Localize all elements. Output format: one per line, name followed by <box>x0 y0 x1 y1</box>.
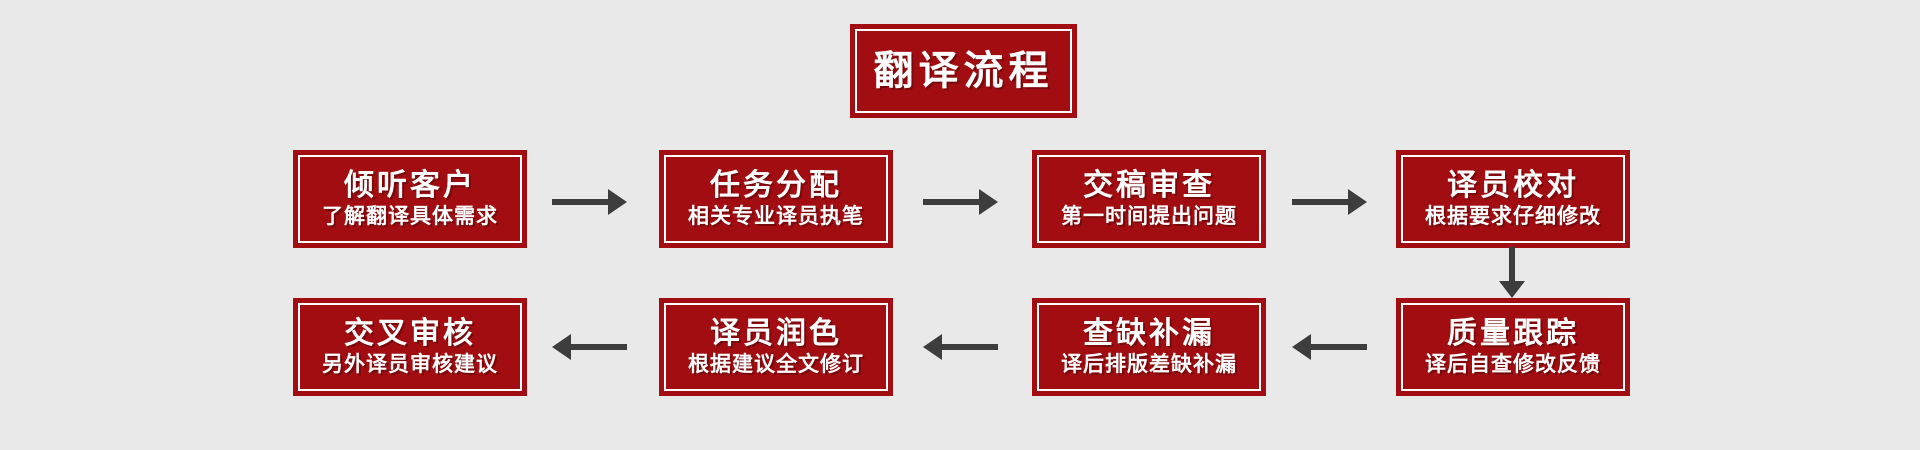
arrow-right-icon <box>1290 189 1368 215</box>
arrow-shaft <box>922 199 979 205</box>
arrow-head <box>607 189 627 215</box>
node-translator-proofread: 译员校对 根据要求仔细修改 <box>1396 150 1630 248</box>
arrow-shaft <box>1509 247 1515 281</box>
node-inner: 交叉审核 另外译员审核建议 <box>298 303 522 391</box>
node-subtitle: 译后自查修改反馈 <box>1425 353 1601 377</box>
flowchart-title-inner: 翻译流程 <box>855 29 1072 113</box>
arrow-right-icon <box>550 189 628 215</box>
arrow-shaft <box>941 344 998 350</box>
arrow-head <box>922 334 942 360</box>
node-subtitle: 根据要求仔细修改 <box>1425 205 1601 229</box>
node-inner: 倾听客户 了解翻译具体需求 <box>298 155 522 243</box>
node-inner: 译员润色 根据建议全文修订 <box>664 303 888 391</box>
node-subtitle: 另外译员审核建议 <box>322 353 498 377</box>
arrow-left-icon <box>550 334 628 360</box>
node-inner: 质量跟踪 译后自查修改反馈 <box>1401 303 1625 391</box>
arrow-head <box>551 334 571 360</box>
node-title: 查缺补漏 <box>1083 316 1215 350</box>
arrow-shaft <box>551 199 608 205</box>
node-cross-review: 交叉审核 另外译员审核建议 <box>293 298 527 396</box>
arrow-head <box>1499 281 1525 298</box>
node-title: 交叉审核 <box>344 316 476 350</box>
arrow-head <box>1291 334 1311 360</box>
node-title: 质量跟踪 <box>1447 316 1579 350</box>
node-subtitle: 根据建议全文修订 <box>688 353 864 377</box>
arrow-left-icon <box>1290 334 1368 360</box>
node-listen-client: 倾听客户 了解翻译具体需求 <box>293 150 527 248</box>
arrow-shaft <box>1291 199 1348 205</box>
node-subtitle: 了解翻译具体需求 <box>322 205 498 229</box>
arrow-head <box>978 189 998 215</box>
node-title: 译员润色 <box>710 316 842 350</box>
flowchart-title-node: 翻译流程 <box>850 24 1077 118</box>
node-draft-review: 交稿审查 第一时间提出问题 <box>1032 150 1266 248</box>
flowchart-title-label: 翻译流程 <box>873 49 1054 93</box>
node-title: 译员校对 <box>1447 168 1579 202</box>
arrow-head <box>1347 189 1367 215</box>
node-inner: 译员校对 根据要求仔细修改 <box>1401 155 1625 243</box>
node-quality-tracking: 质量跟踪 译后自查修改反馈 <box>1396 298 1630 396</box>
node-subtitle: 译后排版差缺补漏 <box>1061 353 1237 377</box>
arrow-down-icon <box>1499 247 1525 298</box>
arrow-left-icon <box>921 334 999 360</box>
node-inner: 交稿审查 第一时间提出问题 <box>1037 155 1261 243</box>
arrow-shaft <box>1310 344 1367 350</box>
node-title: 任务分配 <box>710 168 842 202</box>
node-gap-filling: 查缺补漏 译后排版差缺补漏 <box>1032 298 1266 396</box>
node-inner: 查缺补漏 译后排版差缺补漏 <box>1037 303 1261 391</box>
node-title: 交稿审查 <box>1083 168 1215 202</box>
node-task-assignment: 任务分配 相关专业译员执笔 <box>659 150 893 248</box>
node-title: 倾听客户 <box>344 168 476 202</box>
arrow-shaft <box>570 344 627 350</box>
node-subtitle: 第一时间提出问题 <box>1061 205 1237 229</box>
node-subtitle: 相关专业译员执笔 <box>688 205 864 229</box>
node-translator-polish: 译员润色 根据建议全文修订 <box>659 298 893 396</box>
arrow-right-icon <box>921 189 999 215</box>
node-inner: 任务分配 相关专业译员执笔 <box>664 155 888 243</box>
